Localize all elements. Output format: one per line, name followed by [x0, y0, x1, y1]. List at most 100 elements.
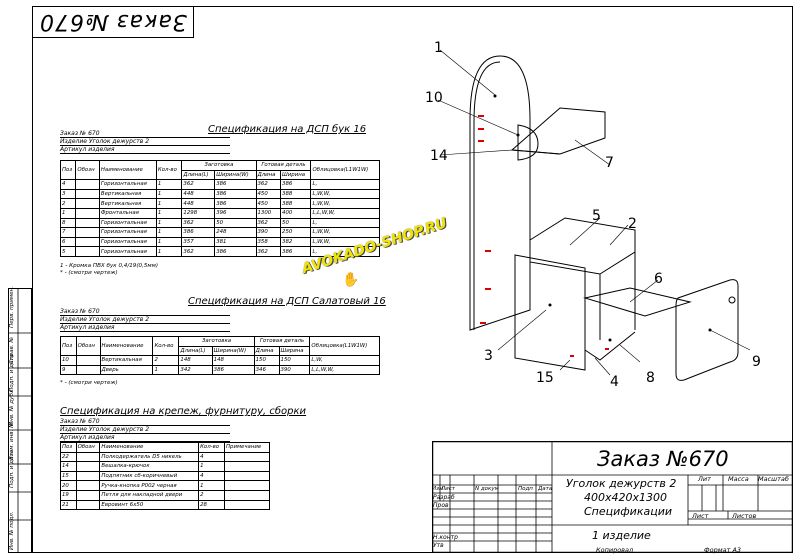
left-strip-lines — [8, 288, 32, 553]
table-cell: Вешалка-крючок — [99, 461, 200, 472]
door-knob — [728, 296, 736, 304]
table-cell: Горизонтальная — [98, 246, 157, 257]
callout-10: 10 — [425, 90, 443, 106]
table-cell: Вертикальная — [99, 355, 154, 366]
table-cell: 1 — [59, 207, 77, 219]
table-cell: L,W,W, — [310, 198, 380, 209]
table-cell: 1 — [155, 188, 183, 200]
table-cell — [75, 217, 100, 229]
th-pos: Поз — [60, 335, 77, 357]
th-name: Наименование — [98, 159, 157, 181]
table-cell: 362 — [181, 179, 216, 190]
table-cell: 4 — [198, 470, 225, 482]
shelf-7 — [510, 107, 606, 155]
table-cell: L, — [310, 179, 380, 190]
th-length2: Длина — [253, 345, 280, 357]
doc-type: Спецификации — [584, 505, 672, 518]
th-name: Наименование — [99, 335, 154, 357]
izm-label: Изм — [432, 486, 444, 492]
meta-line: Изделие Уголок дежурств 2 — [60, 426, 230, 434]
table-cell: 148 — [178, 355, 213, 366]
note-line: 1 - Кромка ПВХ бук 0,4/19(0,5мм) — [60, 263, 159, 269]
table-cell — [224, 461, 270, 472]
list-label: Лист — [441, 486, 455, 492]
table-cell: 1 — [155, 198, 183, 209]
table-cell: 450 — [255, 198, 282, 209]
meta-line: Изделие Уголок дежурств 2 — [60, 316, 230, 324]
table-cell: 250 — [280, 227, 312, 238]
table-cell: Фронтальная — [98, 207, 157, 219]
table-cell: Горизонтальная — [98, 236, 157, 248]
table-cell: 1298 — [181, 207, 216, 219]
table-cell: Евровинт 6х50 — [99, 499, 200, 511]
table-cell — [75, 364, 101, 376]
note-line: * - (смотри чертеж) — [60, 380, 118, 386]
table-cell: 1 — [155, 236, 183, 248]
table-cell: 382 — [280, 236, 312, 248]
callout-14: 14 — [430, 148, 448, 164]
table-cell: 362 — [255, 179, 282, 190]
order-stamp-text: Заказ №670 — [38, 9, 187, 34]
table-cell: 248 — [214, 227, 257, 238]
th-finished: Готовая деталь — [255, 160, 312, 171]
table-cell: 7 — [59, 227, 77, 238]
table-cell: 4 — [198, 451, 225, 463]
spec3-title: Спецификация на крепеж, фурнитуру, сборк… — [60, 406, 307, 417]
strip-label: Инв. № подл. — [9, 511, 15, 550]
table-cell: 2 — [59, 198, 77, 209]
table-cell: 357 — [181, 236, 216, 248]
hand-cursor-icon: ✋ — [342, 272, 360, 288]
table-cell: 5 — [59, 246, 77, 257]
callout-1: 1 — [434, 40, 443, 56]
table-cell — [75, 188, 100, 200]
copied-label: Копировал — [596, 546, 634, 554]
spec2-title: Спецификация на ДСП Салатовый 16 — [188, 296, 386, 307]
table-cell: 9 — [60, 364, 77, 376]
left-strip: Перв. примен. Справ. № Подп. и дата Инв.… — [8, 286, 32, 553]
th-pos: Поз — [59, 159, 77, 181]
table-cell: Горизонтальная — [98, 179, 157, 190]
table-cell: 14 — [60, 461, 77, 472]
callout-6: 6 — [654, 271, 663, 287]
table-cell: 2 — [152, 355, 180, 366]
table-cell: Вертикальная — [98, 188, 157, 200]
table-cell: 386 — [214, 246, 257, 257]
table-cell: 150 — [278, 355, 311, 366]
table-cell: 1 — [198, 480, 225, 491]
table-cell — [75, 227, 100, 238]
utv-label: Утв — [433, 542, 444, 549]
table-cell: 342 — [178, 364, 213, 376]
meta-line: Артикул изделия — [60, 324, 230, 332]
table-cell: 2 — [198, 489, 225, 501]
th-note: Примечание — [224, 442, 270, 453]
nkontr-label: Н.контр — [433, 534, 458, 541]
table-cell: 1 — [155, 217, 183, 229]
sheet-label: Лист — [692, 512, 709, 520]
strip-label: Подп. и дата — [9, 353, 15, 392]
title-block-title: Заказ №670 — [597, 447, 729, 471]
drawing-frame — [32, 6, 793, 553]
table-cell: Горизонтальная — [98, 227, 157, 238]
table-cell: L,W, — [309, 355, 380, 366]
product-name: Уголок дежурств 2 — [566, 477, 677, 490]
callout-15: 15 — [536, 370, 554, 386]
table-cell: L,W,W, — [310, 227, 380, 238]
prov-label: Пров — [433, 502, 449, 509]
table-cell: L, — [310, 246, 380, 257]
table-cell: 10 — [60, 355, 77, 366]
table-cell: 386 — [214, 179, 257, 190]
sheets-label: Листов — [732, 512, 757, 520]
exploded-drawing: 1 10 14 7 5 2 6 3 4 8 9 15 — [425, 40, 761, 390]
th-width: Ширина(W) — [211, 345, 255, 357]
table-cell — [224, 480, 270, 491]
table-cell — [75, 207, 100, 219]
table-cell — [75, 499, 101, 511]
table-cell: Ручка-кнопка P002 черная — [99, 480, 200, 491]
th-qty: Кол-во — [198, 442, 225, 453]
